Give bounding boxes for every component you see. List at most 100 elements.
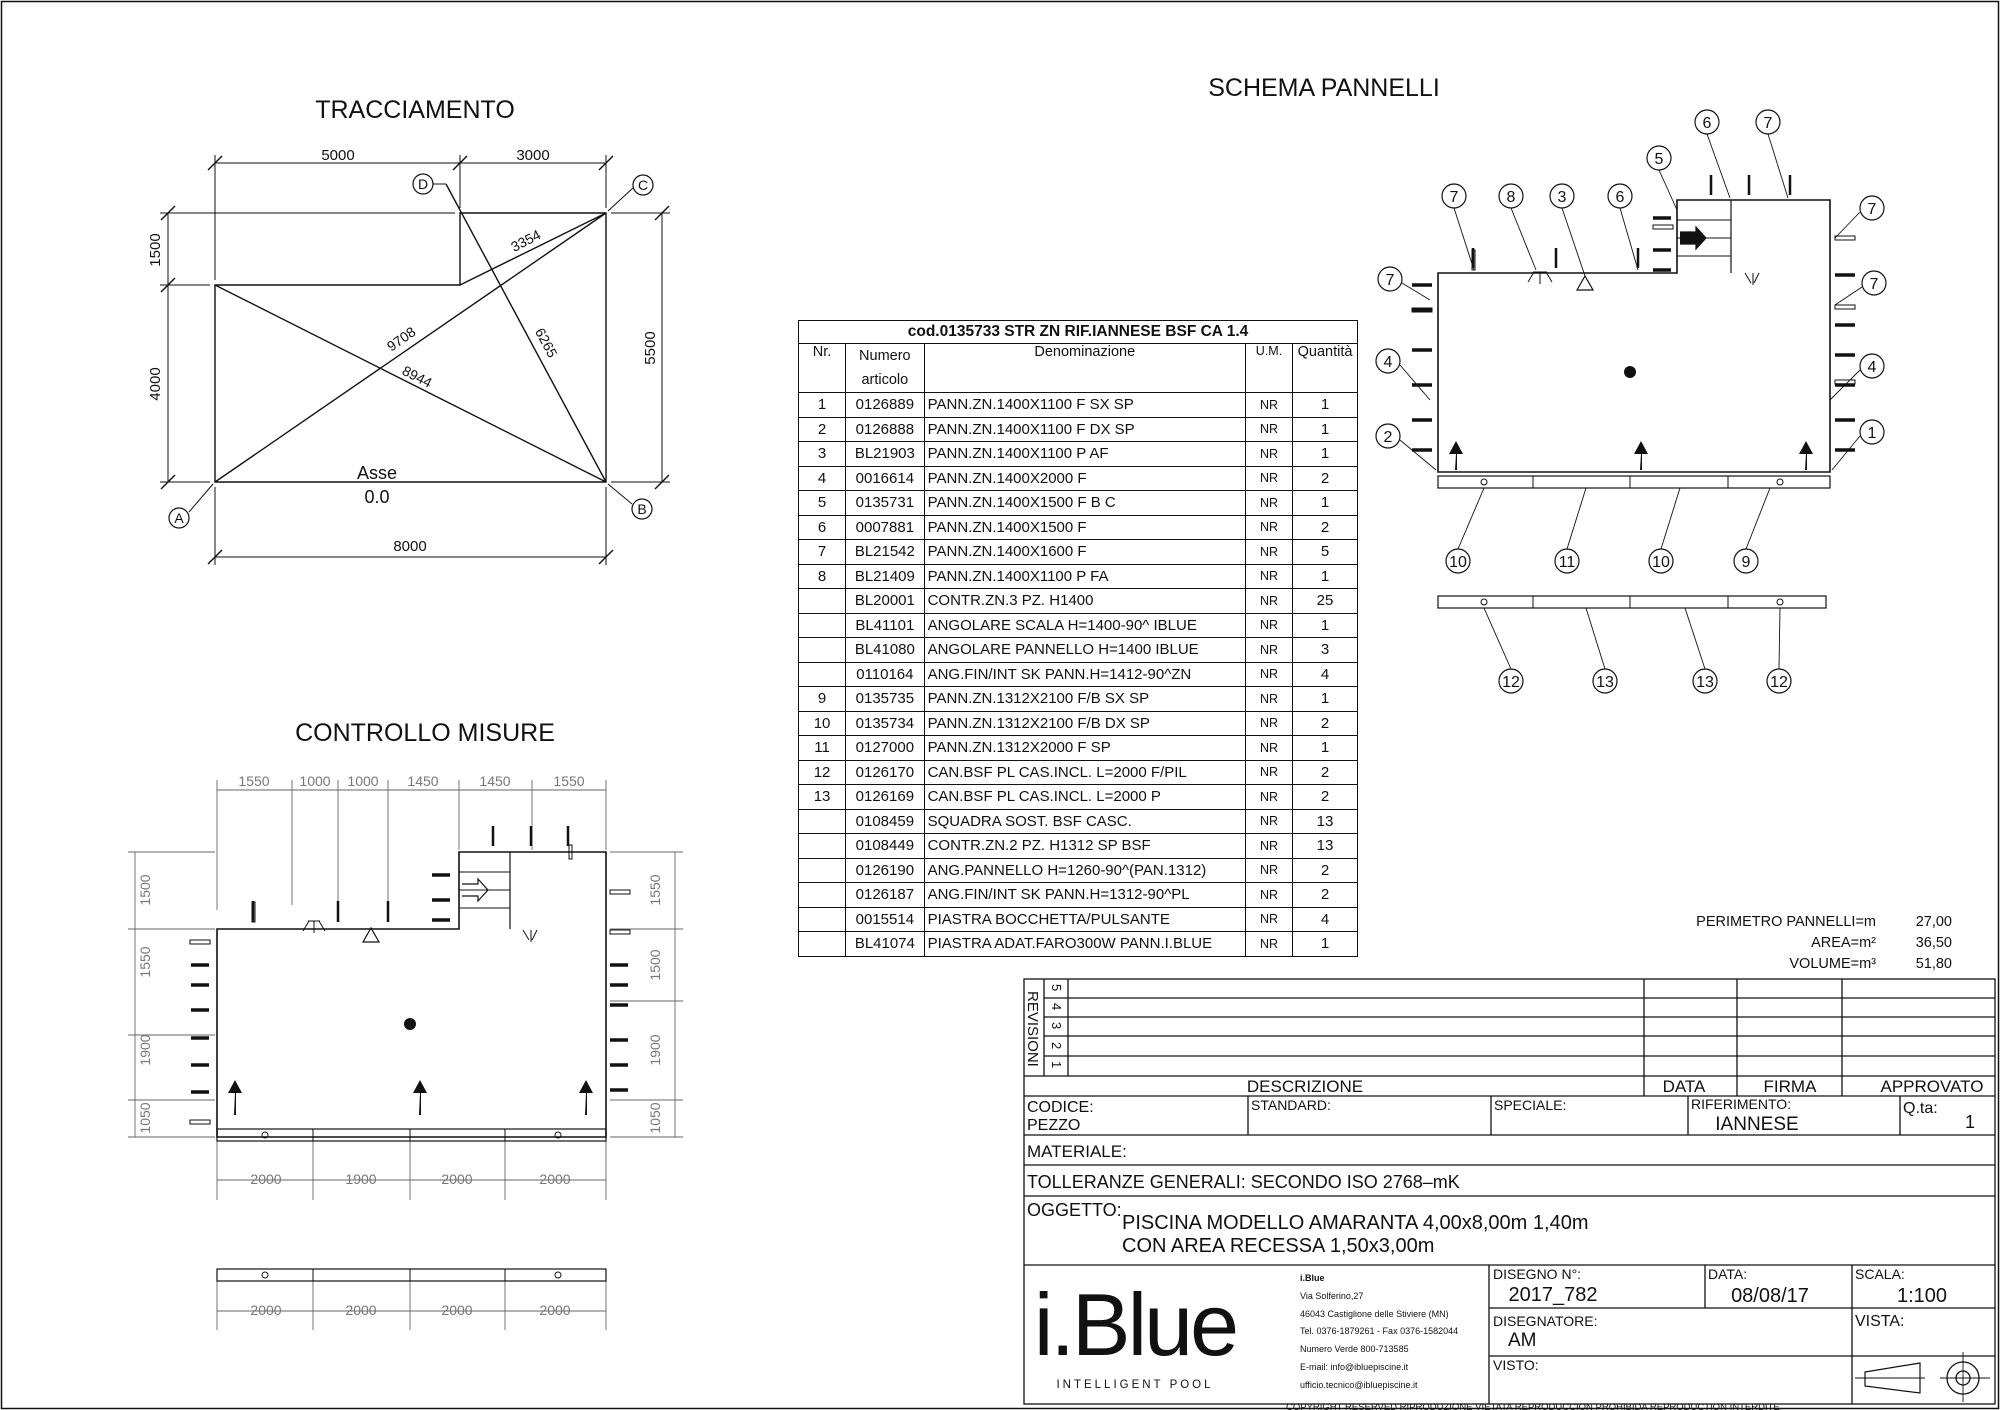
bom-cell-um: NR [1244, 857, 1294, 883]
bom-header-um: U.M. [1244, 343, 1294, 393]
bom-cell-q: 2 [1292, 882, 1358, 908]
bom-cell-art: BL21409 [845, 563, 925, 589]
bom-cell-nr: 4 [797, 465, 847, 491]
svg-text:MATERIALE:: MATERIALE: [1027, 1142, 1127, 1161]
bom-cell-q: 1 [1292, 686, 1358, 712]
bom-cell-q: 1 [1292, 441, 1358, 467]
bom-cell-den: ANG.FIN/INT SK PANN.H=1412-90^ZN [923, 661, 1246, 687]
bom-cell-um: NR [1244, 637, 1294, 663]
company-logo: i.Blue [1034, 1275, 1236, 1374]
svg-text:RIFERIMENTO:: RIFERIMENTO: [1691, 1096, 1791, 1112]
bom-cell-art: 0015514 [845, 906, 925, 932]
schema-drawing [1375, 109, 1887, 694]
svg-text:1: 1 [1965, 1112, 1975, 1132]
bom-cell-q: 13 [1292, 808, 1358, 834]
pool-summary: PERIMETRO PANNELLI=m 27,00 AREA=m² 36,50… [1696, 914, 1952, 972]
bom-cell-nr: 3 [797, 441, 847, 467]
bom-cell-nr: 10 [797, 710, 847, 736]
svg-text:7: 7 [1764, 115, 1773, 132]
bom-cell-den: PANN.ZN.1400X1600 F [923, 539, 1246, 565]
svg-text:STANDARD:: STANDARD: [1251, 1097, 1331, 1113]
svg-text:6265: 6265 [532, 325, 561, 360]
bom-cell-nr [797, 882, 847, 908]
bom-cell-um: NR [1244, 661, 1294, 687]
bom-cell-art: 0108459 [845, 808, 925, 834]
svg-text:CODICE:: CODICE: [1027, 1099, 1094, 1116]
svg-text:E-mail: info@ibluepiscine.it: E-mail: info@ibluepiscine.it [1300, 1362, 1409, 1372]
svg-text:IANNESE: IANNESE [1715, 1114, 1798, 1135]
bom-cell-art: 0126187 [845, 882, 925, 908]
svg-text:4000: 4000 [147, 367, 164, 400]
svg-text:PEZZO: PEZZO [1027, 1117, 1080, 1134]
svg-text:TOLLERANZE GENERALI: SECONDO: TOLLERANZE GENERALI: SECONDO ISO 2768–mK [1027, 1172, 1460, 1192]
bom-cell-den: PANN.ZN.1312X2100 F/B DX SP [923, 710, 1246, 736]
svg-text:1900: 1900 [647, 1034, 663, 1065]
svg-text:4: 4 [1049, 1003, 1064, 1010]
svg-text:4: 4 [1868, 359, 1877, 376]
svg-text:2: 2 [1384, 429, 1393, 446]
bom-cell-den: PANN.ZN.1400X1100 F SX SP [923, 392, 1246, 418]
bom-cell-art: BL41101 [845, 612, 925, 638]
bom-cell-art: 0110164 [845, 661, 925, 687]
svg-text:2000: 2000 [441, 1171, 472, 1187]
bom-cell-den: PANN.ZN.1312X2000 F SP [923, 735, 1246, 761]
svg-text:1050: 1050 [137, 1102, 153, 1133]
svg-text:7: 7 [1870, 276, 1879, 293]
svg-text:3354: 3354 [508, 226, 543, 254]
bom-cell-art: 0126889 [845, 392, 925, 418]
svg-text:OGGETTO:: OGGETTO: [1027, 1200, 1122, 1220]
bom-cell-um: NR [1244, 686, 1294, 712]
bom-cell-den: PIASTRA ADAT.FARO300W PANN.I.BLUE [923, 931, 1246, 957]
revisioni-label: REVISIONI [1024, 991, 1041, 1067]
bom-cell-um: NR [1244, 882, 1294, 908]
svg-text:1550: 1550 [647, 874, 663, 905]
svg-text:2000: 2000 [539, 1171, 570, 1187]
bom-cell-art: 0126190 [845, 857, 925, 883]
bom-cell-q: 13 [1292, 833, 1358, 859]
svg-text:13: 13 [1596, 674, 1614, 691]
bom-cell-um: NR [1244, 784, 1294, 810]
bom-cell-nr [797, 588, 847, 614]
svg-text:DATA:: DATA: [1708, 1266, 1747, 1282]
svg-text:13: 13 [1696, 674, 1714, 691]
svg-text:FIRMA: FIRMA [1764, 1077, 1818, 1096]
svg-text:1550: 1550 [238, 773, 269, 789]
bom-cell-q: 1 [1292, 392, 1358, 418]
svg-text:DISEGNATORE:: DISEGNATORE: [1493, 1313, 1598, 1329]
bom-cell-q: 2 [1292, 759, 1358, 785]
svg-text:1550: 1550 [137, 946, 153, 977]
bom-cell-q: 2 [1292, 857, 1358, 883]
svg-text:ufficio.tecnico@ibluepiscine.i: ufficio.tecnico@ibluepiscine.it [1300, 1380, 1418, 1390]
title-block-text: REVISIONI 5 4 3 2 1 DESCRIZIONE DATA FIR… [1024, 984, 1983, 1391]
bom-cell-art: BL21903 [845, 441, 925, 467]
svg-text:DISEGNO N°:: DISEGNO N°: [1493, 1266, 1581, 1282]
svg-text:5000: 5000 [321, 147, 354, 164]
bom-cell-um: NR [1244, 490, 1294, 516]
svg-text:2000: 2000 [250, 1302, 281, 1318]
svg-text:Q.ta:: Q.ta: [1903, 1100, 1938, 1117]
svg-text:12: 12 [1502, 674, 1520, 691]
bom-cell-q: 1 [1292, 563, 1358, 589]
bom-cell-nr [797, 857, 847, 883]
bom-cell-q: 2 [1292, 465, 1358, 491]
svg-text:1550: 1550 [553, 773, 584, 789]
bom-cell-q: 4 [1292, 661, 1358, 687]
svg-text:3: 3 [1558, 189, 1567, 206]
title-schema-pannelli: SCHEMA PANNELLI [1208, 74, 1440, 102]
bom-cell-art: BL21542 [845, 539, 925, 565]
bom-cell-den: PANN.ZN.1400X2000 F [923, 465, 1246, 491]
svg-text:1450: 1450 [407, 773, 438, 789]
bom-cell-um: NR [1244, 759, 1294, 785]
svg-text:1: 1 [1868, 425, 1877, 442]
bom-cell-q: 1 [1292, 612, 1358, 638]
svg-text:1:100: 1:100 [1897, 1285, 1947, 1307]
